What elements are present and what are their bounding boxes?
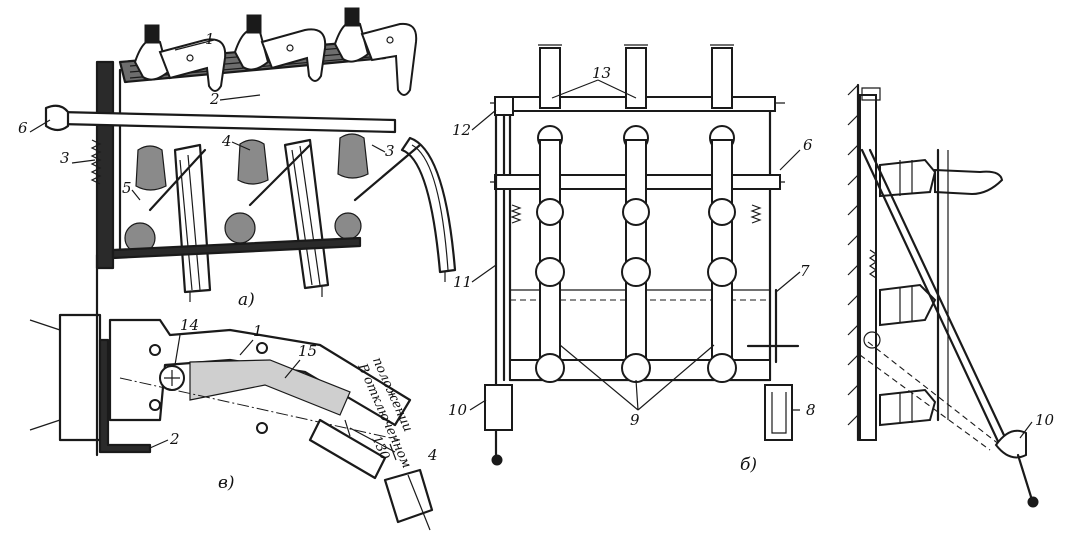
label-2v: 2	[169, 430, 180, 448]
top-insulators	[133, 7, 370, 81]
blades	[148, 136, 457, 302]
panel-v-section: 14 1 15 2 4 В отключенном положении 130 …	[29, 253, 438, 531]
poles	[535, 44, 737, 383]
lower-insulators	[124, 133, 369, 254]
label-14: 14	[180, 316, 199, 334]
label-1: 1	[205, 30, 215, 48]
label-10g: 10	[1035, 411, 1055, 429]
label-9: 9	[630, 411, 640, 429]
panel-g-side: 10	[847, 83, 1055, 508]
panel-b-elevation: 13 12 6 11 7 10 9 8 б)	[448, 44, 816, 475]
label-1v: 1	[253, 322, 263, 340]
label-4v: 4	[427, 446, 438, 464]
caption-b: б)	[740, 455, 757, 475]
label-10b: 10	[448, 401, 468, 419]
label-6: 6	[18, 119, 28, 137]
label-6b: 6	[803, 136, 813, 154]
fixed-contacts	[158, 22, 418, 96]
label-3b: 3	[385, 142, 395, 160]
caption-v: в)	[218, 473, 235, 493]
label-11: 11	[453, 273, 472, 291]
label-2: 2	[209, 90, 220, 108]
caption-a: а)	[238, 290, 255, 310]
label-12: 12	[452, 121, 471, 139]
label-8: 8	[806, 401, 816, 419]
label-3a: 3	[60, 149, 70, 167]
label-7: 7	[800, 262, 810, 280]
label-13: 13	[592, 64, 611, 82]
panel-a-perspective: 1 2 3 3 4 5 6 а)	[18, 7, 457, 310]
label-4: 4	[221, 132, 232, 150]
label-15: 15	[298, 342, 317, 360]
label-5: 5	[122, 179, 132, 197]
